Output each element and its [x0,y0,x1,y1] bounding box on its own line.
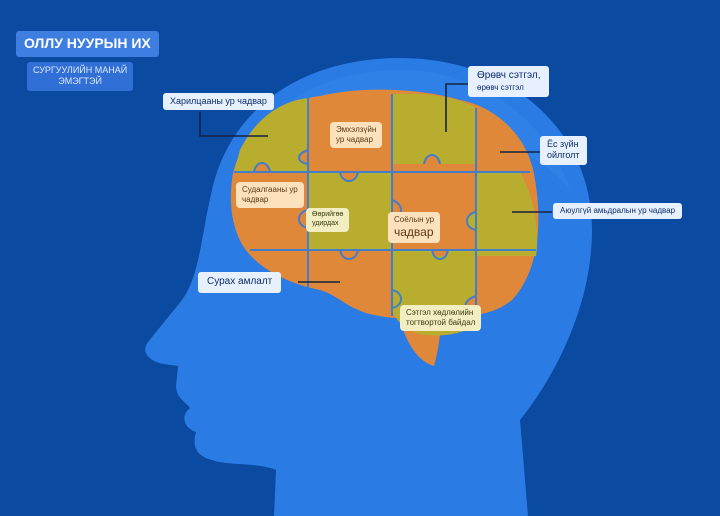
label-research: Судалгааны ур чадвар [236,182,304,208]
label-methodology-line-1: Эмхэлзүйн [336,125,377,134]
subtitle-line-1: СУРГУУЛИЙН МАНАЙ [33,65,128,75]
label-ethics: Ёс зүйн ойлголт [540,136,587,165]
label-research-line-2: чадвар [242,195,269,204]
label-emotional-line-1: Сэтгэл хөдлөлийн [406,308,474,317]
label-self-management: Өөрийгөө удирдах [306,208,350,232]
label-methodology: Эмхэлзүйн ур чадвар [330,122,383,148]
page-title: ОЛЛУ НУУРЫН ИХ [16,31,159,57]
piece-lower-middle [392,250,476,259]
page-subtitle: СУРГУУЛИЙН МАНАЙ ЭМЭГТЭЙ [27,62,134,91]
label-empathy: Өрөвч сэтгэл, өрөвч сэтгэл [468,66,550,97]
label-research-line-1: Судалгааны ур [242,185,298,194]
label-safety: Аюулгүй амьдралын ур чадвар [553,203,683,219]
label-emotional-stability: Сэтгэл хөдлөлийн тогтвортой байдал [400,305,482,331]
label-methodology-line-2: ур чадвар [336,135,373,144]
label-cultural-line-1: Соёлын ур [394,215,435,224]
label-emotional-line-2: тогтвортой байдал [406,318,476,327]
label-empathy-line-2: өрөвч сэтгэл [477,82,524,92]
label-cultural-line-2: чадвар [394,225,434,239]
label-ethics-line-1: Ёс зүйн [547,139,579,149]
connector-lines [199,83,552,283]
label-ethics-line-2: ойлголт [547,150,580,161]
piece-right [467,172,538,256]
label-communication: Харилцааны ур чадвар [163,93,274,111]
piece-top-left [234,98,308,172]
label-empathy-line-1: Өрөвч сэтгэл, [477,70,541,81]
label-motivation: Сурах амлалт [198,272,282,293]
label-cultural: Соёлын ур чадвар [388,212,441,243]
label-self-management-line-1: Өөрийгөө [312,211,344,218]
label-self-management-line-2: удирдах [312,219,339,227]
subtitle-line-2: ЭМЭГТЭЙ [58,76,102,87]
piece-top-middle [392,93,476,164]
